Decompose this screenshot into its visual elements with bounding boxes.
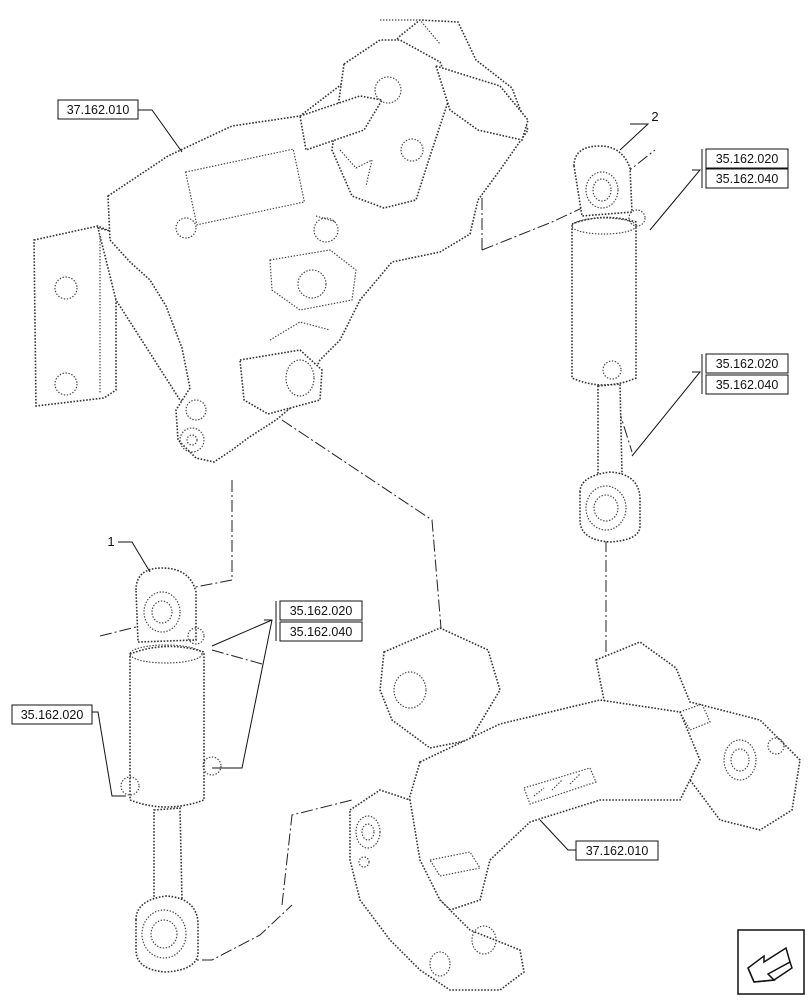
callout-item-1: 1 <box>107 534 114 549</box>
reference-labels: 37.162.010 35.162.020 35.162.040 35.162.… <box>11 99 789 861</box>
ref-top-left: 37.162.010 <box>67 103 130 117</box>
leader-lines <box>92 109 702 851</box>
ref-bottom-right: 37.162.010 <box>586 844 649 858</box>
hydraulic-cylinder-1 <box>120 567 222 973</box>
ref-right-upper-1: 35.162.020 <box>716 152 779 166</box>
ref-right-upper-2: 35.162.040 <box>716 172 779 186</box>
ref-left-lower: 35.162.020 <box>21 708 84 722</box>
ref-right-mid-1: 35.162.020 <box>716 357 779 371</box>
callout-item-2: 2 <box>651 109 658 124</box>
ref-center-2: 35.162.040 <box>290 625 353 639</box>
navigation-arrow-icon[interactable] <box>737 929 805 995</box>
hydraulic-cylinder-2 <box>571 145 646 543</box>
ref-center-1: 35.162.020 <box>290 604 353 618</box>
ref-right-mid-2: 35.162.040 <box>716 378 779 392</box>
axle-cradle <box>349 627 801 991</box>
axle-support-housing <box>33 19 529 463</box>
